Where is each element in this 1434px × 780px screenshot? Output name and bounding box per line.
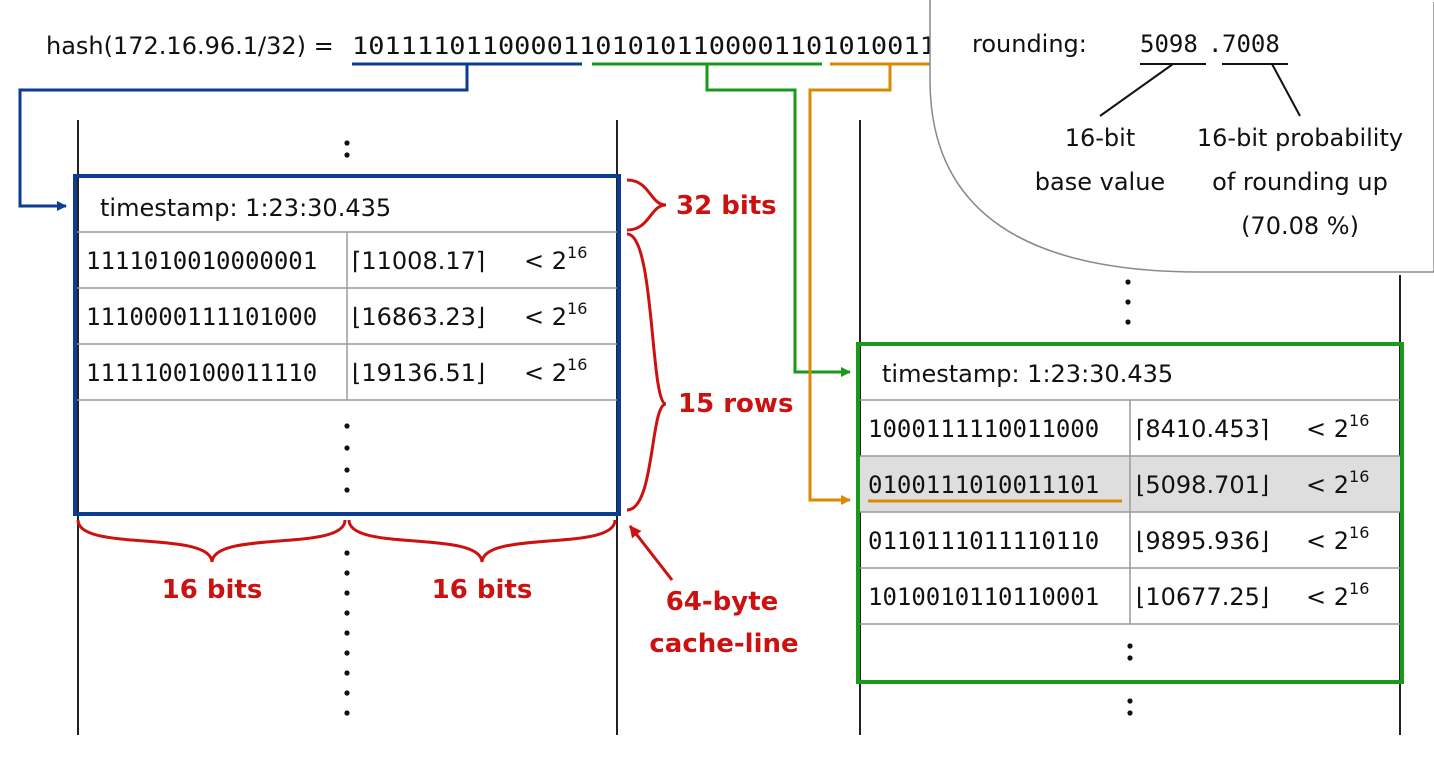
base-desc-line-1: 16-bit: [1065, 124, 1136, 152]
base-desc-line-2: base value: [1035, 168, 1165, 196]
brace-16-bits-left: [76, 519, 347, 563]
left-row-bound: < 216: [524, 299, 587, 331]
left-row-bits: 1111010010000001: [86, 247, 317, 275]
label-cacheline-2: cache-line: [649, 629, 798, 659]
left-row-value: ⌊16863.23⌋: [352, 303, 485, 331]
ellipsis-dot: [344, 487, 350, 493]
ellipsis-dot: [1127, 710, 1133, 716]
left-row-bits: 1111100100011110: [86, 359, 317, 387]
right-row-value: ⌊9895.936⌋: [1136, 527, 1269, 555]
brace-15-rows: [626, 232, 667, 512]
orange-connector-arrow: [808, 64, 892, 505]
label-15-rows: 15 rows: [678, 389, 793, 419]
rounding-callout: [929, 0, 1434, 273]
green-connector-arrow: [705, 64, 851, 377]
cacheline-arrow: [628, 525, 674, 581]
right-row-bits: 0110111011110110: [868, 527, 1099, 555]
right-row-value: ⌊5098.701⌋: [1136, 471, 1269, 499]
rounding-base-pointer: [1099, 63, 1174, 117]
label-16-bits-left: 16 bits: [162, 575, 263, 605]
prob-desc-line-2: of rounding up: [1212, 168, 1388, 196]
left-row-value: ⌈11008.17⌉: [352, 247, 485, 275]
left-row-value: ⌊19136.51⌋: [352, 359, 485, 387]
right-row-value: ⌊10677.25⌋: [1136, 583, 1269, 611]
right-cache-table: timestamp: 1:23:30.435 1000111110011000 …: [856, 342, 1404, 684]
rounding-base: 5098: [1140, 30, 1198, 58]
left-cache-table: timestamp: 1:23:30.435 1111010010000001 …: [73, 174, 621, 516]
right-table-border: [856, 342, 1404, 684]
right-ellipsis-above: [1125, 259, 1131, 325]
rounding-fraction: 7008: [1222, 30, 1280, 58]
ellipsis-dot: [1127, 643, 1133, 649]
left-row-bound: < 216: [524, 243, 587, 275]
hash-label: hash(172.16.96.1/32) =: [46, 32, 334, 60]
left-row-bound: < 216: [524, 355, 587, 387]
label-32-bits: 32 bits: [676, 191, 777, 221]
left-ellipsis-below: [344, 550, 350, 716]
ellipsis-dot: [344, 140, 350, 146]
right-row-bound: < 216: [1306, 579, 1369, 611]
right-row-value: ⌈8410.453⌉: [1136, 415, 1269, 443]
ellipsis-dot: [344, 467, 350, 473]
right-row-bound: < 216: [1306, 467, 1369, 499]
right-timestamp: timestamp: 1:23:30.435: [882, 360, 1173, 388]
blue-connector-arrow: [18, 64, 469, 211]
ellipsis-dot: [344, 445, 350, 451]
right-row-bits: 1000111110011000: [868, 415, 1099, 443]
label-16-bits-right: 16 bits: [432, 575, 533, 605]
left-row-bits: 1110000111101000: [86, 303, 317, 331]
rounding-frac-pointer: [1271, 63, 1301, 117]
brace-16-bits-right: [347, 519, 617, 563]
right-row-bits-highlighted: 0100111010011101: [868, 471, 1099, 499]
left-timestamp: timestamp: 1:23:30.435: [100, 194, 391, 222]
left-table-border: [73, 174, 621, 516]
right-row-bound: < 216: [1306, 523, 1369, 555]
rounding-dot: .: [1208, 30, 1222, 58]
right-row-bits: 1010010110110001: [868, 583, 1099, 611]
right-row-bound: < 216: [1306, 411, 1369, 443]
ellipsis-dot: [344, 152, 350, 158]
prob-desc-line-1: 16-bit probability: [1197, 124, 1403, 152]
ellipsis-dot: [344, 423, 350, 429]
ellipsis-dot: [1127, 698, 1133, 704]
prob-desc-line-3: (70.08 %): [1241, 212, 1359, 240]
brace-32-bits: [626, 178, 667, 232]
hash-bits: 1011110110000110101011000011010100111: [352, 32, 952, 60]
ellipsis-dot: [1127, 655, 1133, 661]
rounding-label: rounding:: [972, 30, 1087, 58]
label-cacheline-1: 64-byte: [666, 587, 779, 617]
